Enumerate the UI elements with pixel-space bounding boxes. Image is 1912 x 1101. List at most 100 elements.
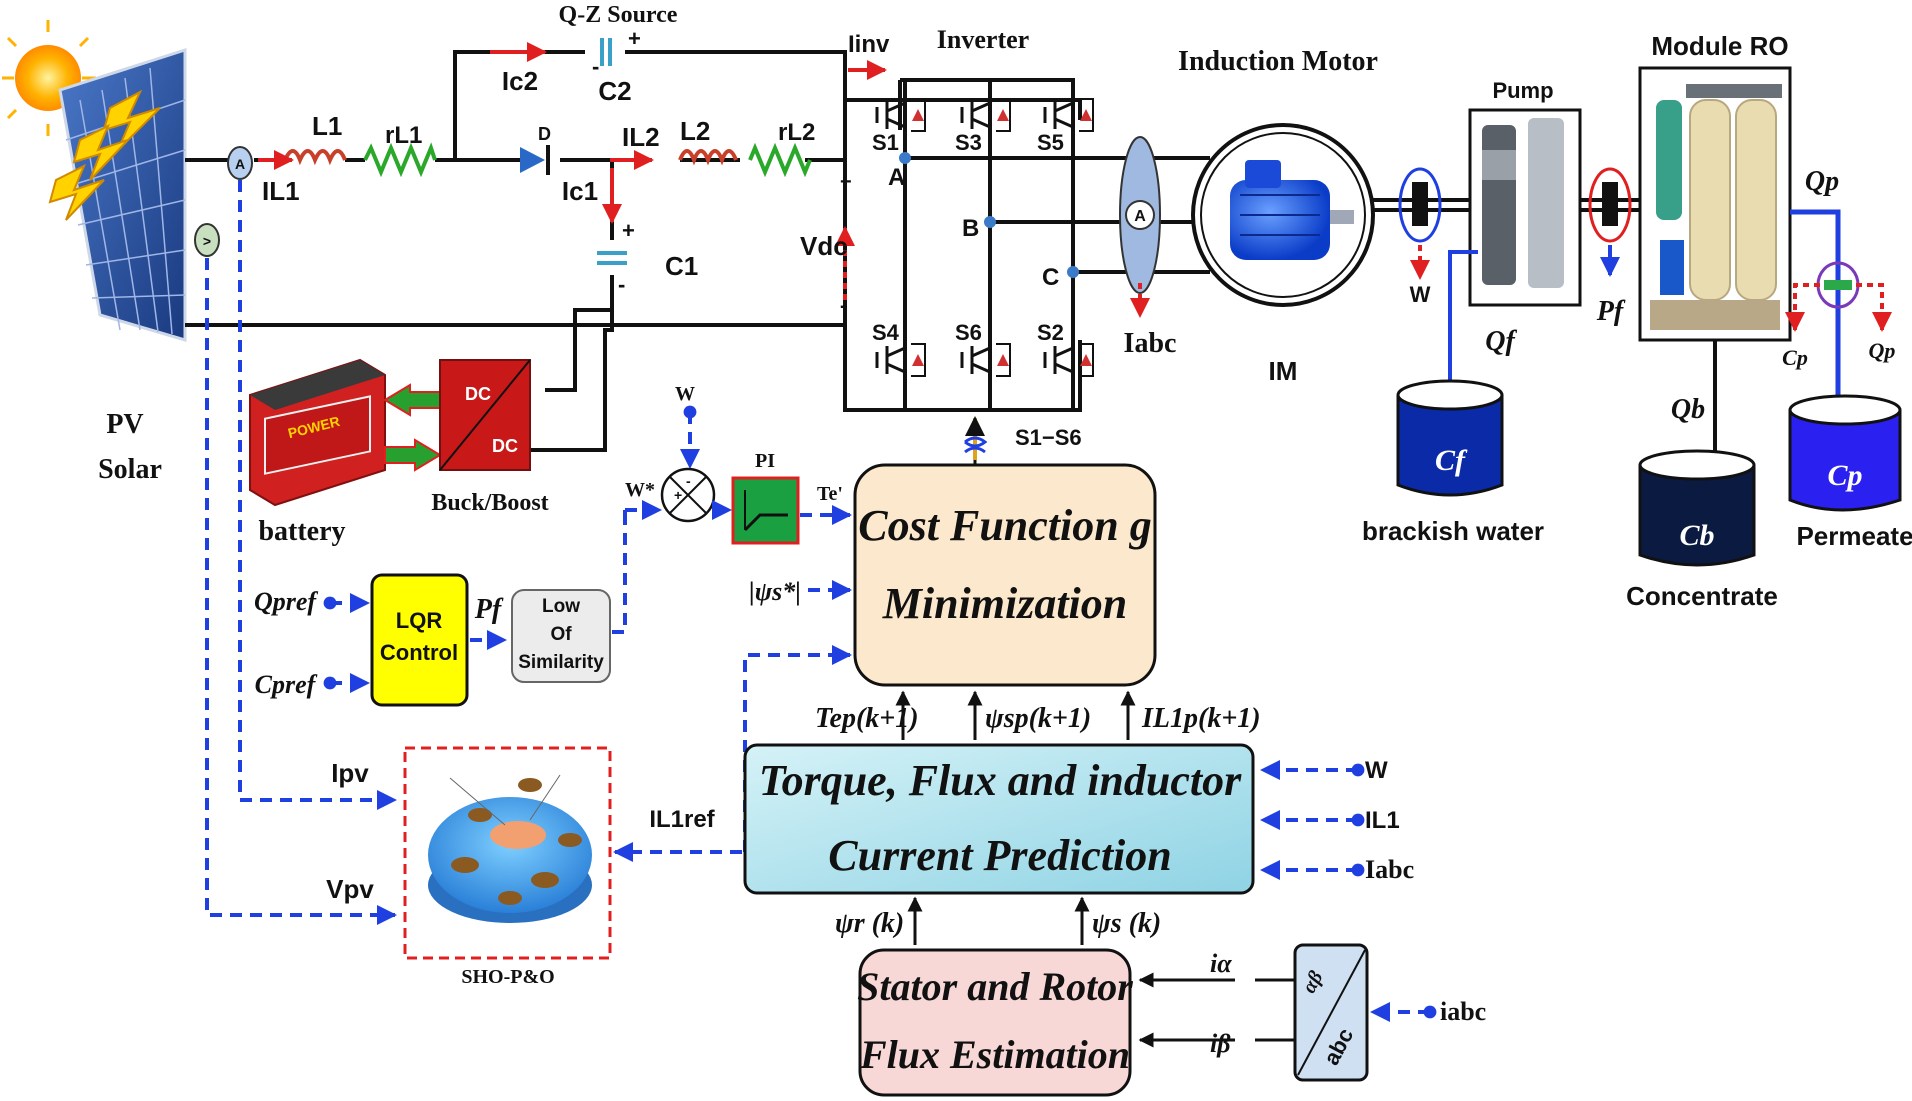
w-ref-label: W* [625,479,655,501]
psi-r-label: ψr (k) [835,908,904,939]
svg-text:+: + [674,487,682,503]
hyena-icons [451,778,582,905]
c2-label: C2 [598,76,631,106]
cost-function-block: Cost Function g Minimization [853,463,1157,687]
motor-title: Induction Motor [1178,46,1378,77]
svg-text:Current Prediction: Current Prediction [828,831,1172,880]
vdc-plus: + [840,171,852,193]
gate-signal-icon [964,416,988,460]
qp-sensor-label: Qp [1869,338,1896,363]
pred-in-w-label: W [1365,757,1388,784]
qpref-label: Qpref [254,587,318,616]
switch-s1 [875,85,926,145]
switch-label-s2: S2 [1037,320,1064,345]
l1-label: L1 [312,111,342,141]
phase-nodes [899,152,1079,278]
resistor-rl2 [748,142,812,178]
iabc-label: Iabc [1124,328,1177,359]
pf-ctrl-label: Pf [474,594,504,625]
sho-po-label: SHO-P&O [461,966,554,988]
solar-label: Solar [98,454,162,485]
c2-minus: - [592,54,599,79]
il-pred-label: IL1p(k+1) [1141,703,1261,734]
similarity-block: Low Of Similarity [511,589,611,683]
svg-text:A: A [235,156,245,172]
psi-ref-label: |ψs*| [749,577,801,606]
battery-label: battery [258,516,345,547]
svg-text:LQR: LQR [396,608,443,633]
il2-label: IL2 [622,122,660,152]
rl2-label: rL2 [778,119,815,146]
capacitor-c2 [600,38,612,66]
pv-ammeter: A [227,146,253,180]
gate-signal-label: S1−S6 [1015,425,1082,450]
switch-s5 [1043,85,1094,145]
svg-text:Minimization: Minimization [882,579,1128,628]
psi-s-label: ψs (k) [1092,908,1161,939]
pi-controller [731,476,800,545]
tank-cb: Cb [1638,449,1756,567]
qp-label: Qp [1805,166,1839,197]
phase-a-label: A [888,164,905,191]
phase-b-label: B [962,215,979,242]
te-ref-label: Te' [817,483,843,505]
switch-label-s5: S5 [1037,130,1064,155]
buck-boost-label: Buck/Boost [431,490,548,516]
motor-current-sensor: A [1119,136,1161,294]
inverter-bridge [898,78,1145,412]
pressure-sensor-icon [1588,167,1632,243]
permeate-label: Permeate [1796,521,1912,551]
svg-text:Flux Estimation: Flux Estimation [859,1032,1130,1077]
svg-text:A: A [1134,208,1146,225]
svg-text:-: - [686,473,691,489]
switch-label-s1: S1 [872,130,899,155]
svg-text:Cp: Cp [1827,459,1862,492]
switch-label-s6: S6 [955,320,982,345]
vpv-label: Vpv [326,874,374,904]
switch-s3 [960,85,1011,145]
l2-label: L2 [680,116,710,146]
svg-text:Stator and Rotor: Stator and Rotor [857,964,1133,1009]
svg-text:>: > [203,233,211,249]
abc-to-alphabeta-block: αβ abc [1293,943,1369,1082]
charge-arrows-icon [383,383,442,472]
inductor-l2 [678,149,738,166]
switch-label-s4: S4 [872,320,900,345]
concentrate-label: Concentrate [1626,581,1778,611]
lightning-icon [48,89,161,221]
switch-s4 [875,330,926,390]
brackish-water-label: brackish water [1362,516,1544,546]
svg-text:DC: DC [492,436,518,456]
cpref-label: Cpref [255,670,318,699]
c2-plus: + [628,26,641,51]
inverter-title: Inverter [937,25,1029,54]
prediction-block: Torque, Flux and inductor Current Predic… [743,743,1255,895]
svg-text:DC: DC [465,384,491,404]
pv-solar-panel: PV Solar [2,20,187,485]
d-label: D [538,124,551,144]
vdc-label: Vdc [800,231,848,261]
switch-s6 [960,330,1011,390]
pi-label: PI [755,450,775,472]
capacitor-c1 [597,251,627,265]
svg-text:Low: Low [542,596,580,617]
i-alpha-label: iα [1210,949,1232,978]
inductor-l1 [283,149,347,166]
w-speed-label: W [1410,282,1431,307]
pf-label: Pf [1596,296,1626,327]
battery-icon: POWER [249,358,386,507]
flux-estimation-block: Stator and Rotor Flux Estimation [857,948,1133,1097]
te-pred-label: Tep(k+1) [815,703,919,734]
svg-text:Cf: Cf [1435,444,1468,477]
c1-minus: - [618,272,625,297]
iabc-input-label: iabc [1440,997,1486,1026]
buck-boost-converter: DC DC [439,359,531,471]
lqr-control-block: LQR Control [370,573,469,707]
ic2-label: Ic2 [502,66,538,96]
speed-sensor-icon [1398,167,1442,243]
il1-label: IL1 [262,176,300,206]
svg-text:Similarity: Similarity [518,652,604,673]
i-beta-label: iβ [1210,1029,1231,1058]
tank-cf: Cf [1396,379,1504,497]
